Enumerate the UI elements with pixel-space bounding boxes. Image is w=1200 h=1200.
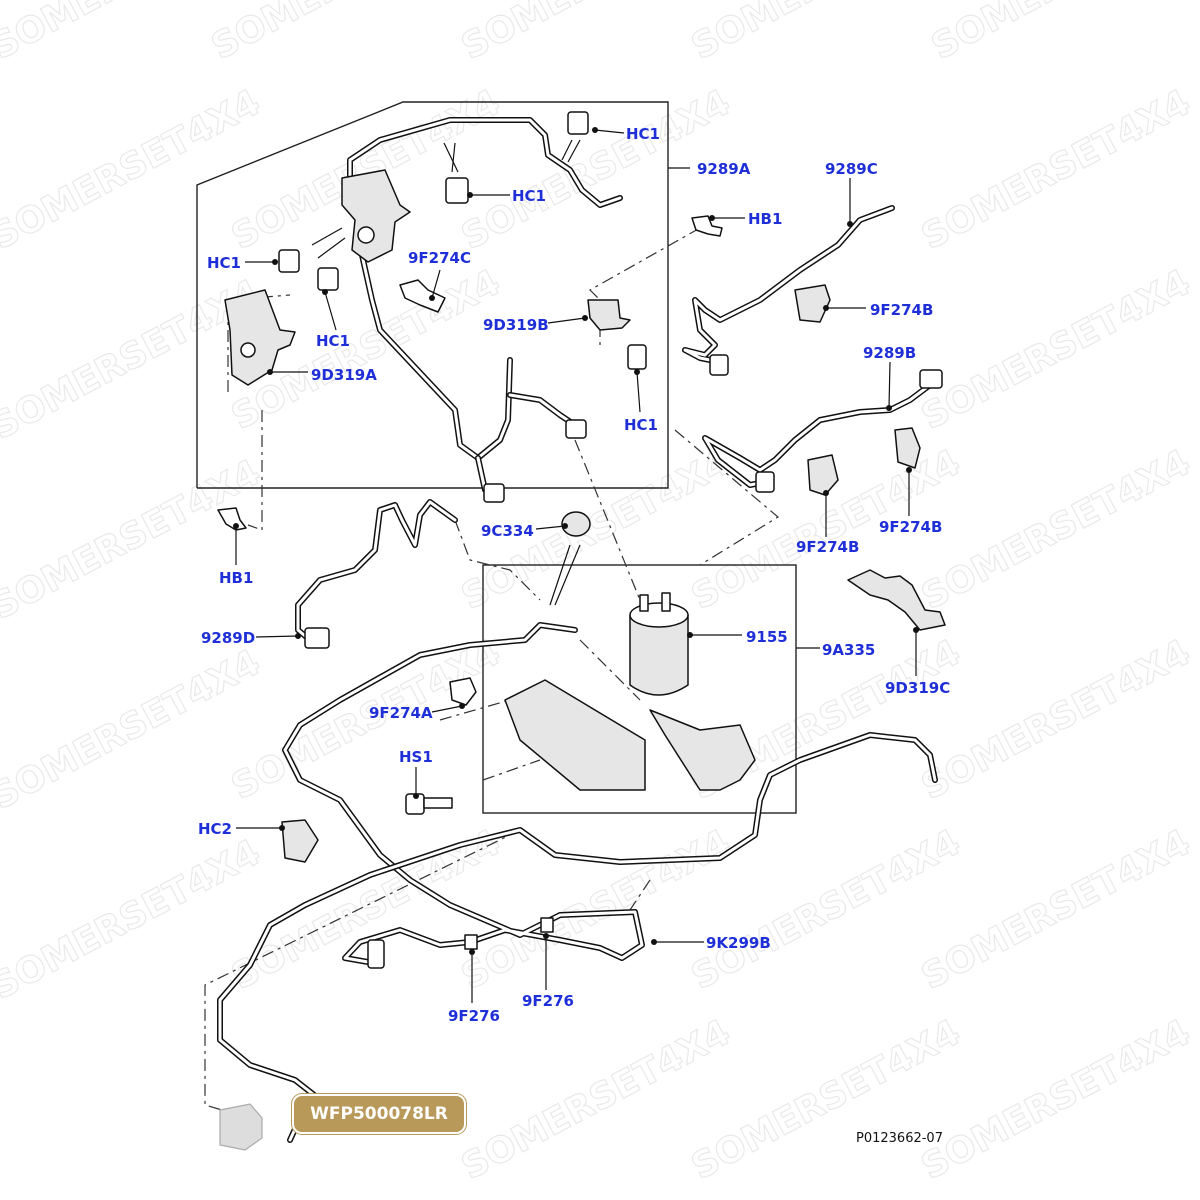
label-9d319c[interactable]: 9D319C <box>885 679 950 697</box>
guide-line <box>204 829 521 1111</box>
clip-hc2-shape <box>281 819 319 863</box>
clip-9f274b-shape <box>807 454 839 496</box>
label-9289c[interactable]: 9289C <box>825 160 878 178</box>
label-hb1-left[interactable]: HB1 <box>219 569 253 587</box>
guide-line <box>629 879 651 911</box>
assembly-boxes <box>196 101 797 814</box>
guide-line <box>454 519 541 601</box>
guide-line <box>482 759 541 781</box>
fitting-shape <box>464 934 478 950</box>
bracket-9d319a-shape <box>224 289 296 386</box>
part-number-badge: WFP500078LR <box>292 1094 466 1134</box>
callout-labels: HC1 HC1 9289A 9289C HB1 HC1 9F274C HC1 9… <box>198 125 950 1025</box>
pipe-9289d <box>295 499 458 643</box>
label-hb1-right[interactable]: HB1 <box>748 210 782 228</box>
bolt-shape <box>217 507 247 531</box>
clip-shape <box>445 177 469 204</box>
label-9289a[interactable]: 9289A <box>697 160 751 178</box>
bolt-hs1-shank <box>423 797 453 809</box>
bracket-9d319b-shape <box>587 299 631 331</box>
connector-9f274c-shape <box>399 279 446 313</box>
diagram-reference: P0123662-07 <box>856 1131 943 1146</box>
guide-line <box>574 439 641 601</box>
watermark-text: SOMERSET4X4 <box>0 272 267 448</box>
clip-9f274b-shape <box>794 284 831 323</box>
watermark-text: SOMERSET4X4 <box>0 82 267 258</box>
watermark-text: SOMERSET4X4 <box>205 0 487 68</box>
watermark-text: SOMERSET4X4 <box>0 832 267 1008</box>
guide-line <box>589 227 701 301</box>
guide-line <box>579 639 641 701</box>
guide-line <box>674 429 780 566</box>
label-9f274c[interactable]: 9F274C <box>408 249 471 267</box>
clip-9f274b-shape <box>894 427 921 469</box>
bracket-9d319c-shape <box>847 569 946 631</box>
label-9f276-right[interactable]: 9F276 <box>522 992 574 1010</box>
label-hc1-right[interactable]: HC1 <box>624 416 658 434</box>
watermark-text: SOMERSET4X4 <box>0 452 267 628</box>
clip-shape <box>627 344 647 370</box>
label-9f274a[interactable]: 9F274A <box>369 704 433 722</box>
label-hc2[interactable]: HC2 <box>198 820 232 838</box>
clip-shape <box>278 249 300 273</box>
watermark-text: SOMERSET4X4 <box>685 0 967 68</box>
label-hs1[interactable]: HS1 <box>399 748 433 766</box>
watermark-text: SOMERSET4X4 <box>915 262 1197 438</box>
part-shapes <box>217 111 946 1151</box>
label-9d319a[interactable]: 9D319A <box>311 366 377 384</box>
tray-shape <box>504 679 646 791</box>
label-9155[interactable]: 9155 <box>746 628 788 646</box>
label-9c334[interactable]: 9C334 <box>481 522 534 540</box>
leader-lines <box>233 127 919 1003</box>
box-9a335 <box>482 564 797 814</box>
watermark-text: SOMERSET4X4 <box>0 642 267 818</box>
label-hc1-top[interactable]: HC1 <box>626 125 660 143</box>
label-hc1-left[interactable]: HC1 <box>207 254 241 272</box>
guide-line <box>247 410 263 531</box>
clip-shape <box>317 267 339 291</box>
label-9k299b[interactable]: 9K299B <box>706 934 771 952</box>
label-hc1-upper[interactable]: HC1 <box>512 187 546 205</box>
watermark-text: SOMERSET4X4 <box>915 82 1197 258</box>
label-hc1-mid[interactable]: HC1 <box>316 332 350 350</box>
clamp-9c334-shape <box>561 511 591 537</box>
label-9f274b-mid[interactable]: 9F274B <box>796 538 859 556</box>
label-9289d[interactable]: 9289D <box>201 629 255 647</box>
bracket-top-shape <box>341 169 411 263</box>
watermark-text: SOMERSET4X4 <box>225 632 507 808</box>
bolt-shape <box>691 215 723 237</box>
fitting-shape <box>540 917 554 933</box>
label-9f276-left[interactable]: 9F276 <box>448 1007 500 1025</box>
box-9289a <box>196 101 669 489</box>
label-9289b[interactable]: 9289B <box>863 344 916 362</box>
filter-9155-shape <box>629 592 756 791</box>
label-9d319b[interactable]: 9D319B <box>483 316 549 334</box>
watermark-text: SOMERSET4X4 <box>925 0 1200 68</box>
clip-9f274a-shape <box>449 677 477 706</box>
regulator-shape <box>219 1103 263 1151</box>
label-9f274b-right[interactable]: 9F274B <box>879 518 942 536</box>
label-9a335[interactable]: 9A335 <box>822 641 875 659</box>
label-9f274b-top[interactable]: 9F274B <box>870 301 933 319</box>
clip-shape <box>567 111 589 135</box>
